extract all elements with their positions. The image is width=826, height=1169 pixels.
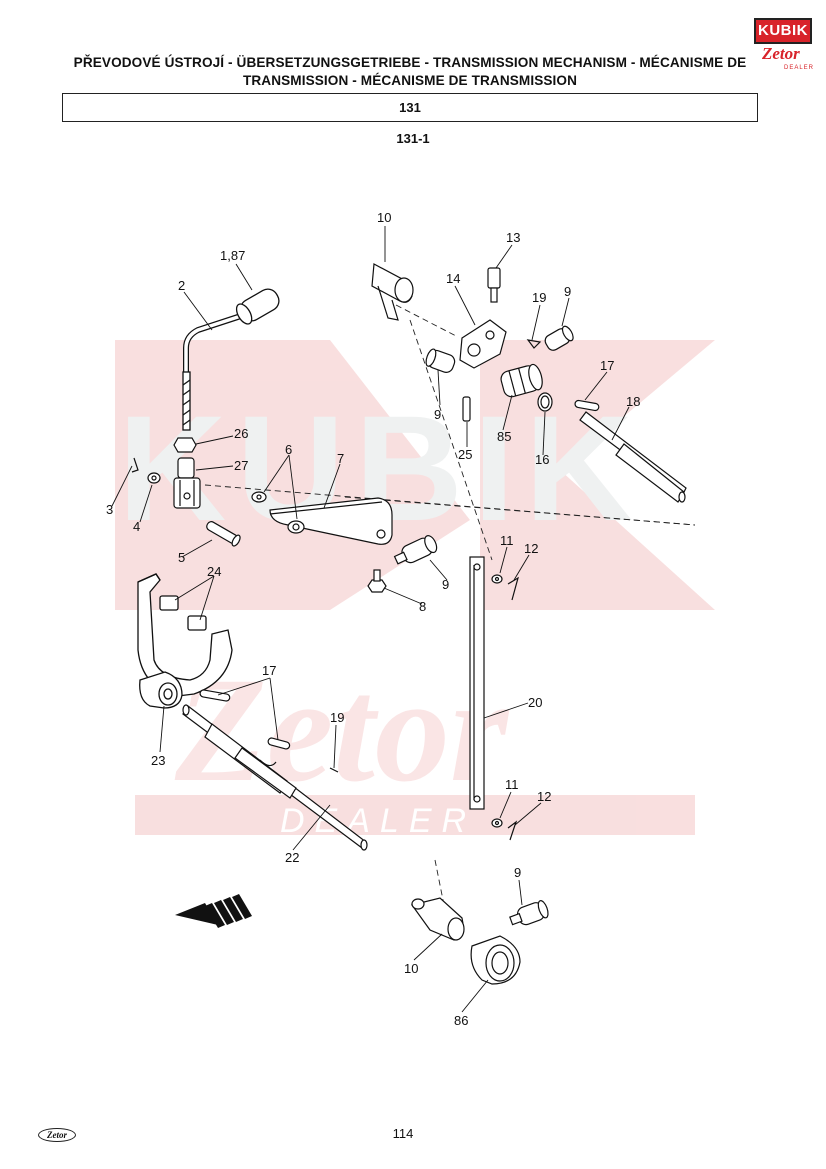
leader-lines	[111, 226, 630, 1013]
callout: 17	[262, 663, 276, 678]
callout: 10	[377, 210, 391, 225]
callout: 26	[234, 426, 248, 441]
callout: 85	[497, 429, 511, 444]
section-number-box: 131	[62, 93, 758, 122]
linkage-bar	[251, 491, 393, 545]
footer-logo: Zetor	[38, 1128, 76, 1142]
callout: 22	[285, 850, 299, 865]
callout: 3	[106, 502, 113, 517]
callout: 5	[178, 550, 185, 565]
callout: 9	[514, 865, 521, 880]
logo-tagline: DEALER	[784, 65, 815, 71]
callout: 27	[234, 458, 248, 473]
callout: 9	[564, 284, 571, 299]
callout: 8	[419, 599, 426, 614]
callout: 17	[600, 358, 614, 373]
direction-arrow	[175, 894, 252, 928]
lever-mount-parts	[131, 437, 241, 547]
gear-lever	[182, 288, 280, 431]
callout: 24	[207, 564, 221, 579]
callout: 7	[337, 451, 344, 466]
callout: 2	[178, 278, 185, 293]
detent-plug-mid	[367, 535, 438, 593]
callout: 13	[506, 230, 520, 245]
callout: 19	[532, 290, 546, 305]
callout: 11	[500, 533, 514, 548]
selector-fork	[137, 573, 233, 709]
shift-arm-assembly-top	[371, 263, 574, 422]
logo-sub-brand: Zetor	[762, 44, 800, 63]
callout: 1,87	[220, 248, 245, 263]
callout: 14	[446, 271, 460, 286]
dealer-logo: KUBIK Zetor DEALER	[754, 18, 814, 74]
page-number: 114	[392, 1126, 414, 1141]
callout: 19	[330, 710, 344, 725]
watermark-sub-brand: Zetor	[174, 647, 510, 813]
callout-numbers: 10 13 1,87 2 14 19 9 9 17 18 85 25 16 26…	[106, 210, 640, 1028]
callout: 16	[535, 452, 549, 467]
selector-shaft-22	[182, 704, 368, 851]
shift-rod-20	[469, 556, 519, 841]
callout: 20	[528, 695, 542, 710]
callout: 18	[626, 394, 640, 409]
logo-brand: KUBIK	[754, 18, 812, 44]
callout: 9	[434, 407, 441, 422]
callout: 4	[133, 519, 140, 534]
callout: 25	[458, 447, 472, 462]
callout: 9	[442, 577, 449, 592]
callout: 12	[537, 789, 551, 804]
callout: 86	[454, 1013, 468, 1028]
callout: 12	[524, 541, 538, 556]
page-title: PŘEVODOVÉ ÚSTROJÍ - ÜBERSETZUNGSGETRIEBE…	[73, 55, 747, 88]
callout: 23	[151, 753, 165, 768]
shift-arm-assembly-bottom	[410, 897, 549, 985]
callout: 10	[404, 961, 418, 976]
selector-shaft-18	[579, 411, 687, 503]
callout: 11	[505, 777, 519, 792]
callout: 6	[285, 442, 292, 457]
figure-label: 131-1	[396, 131, 430, 146]
keys	[199, 399, 600, 750]
